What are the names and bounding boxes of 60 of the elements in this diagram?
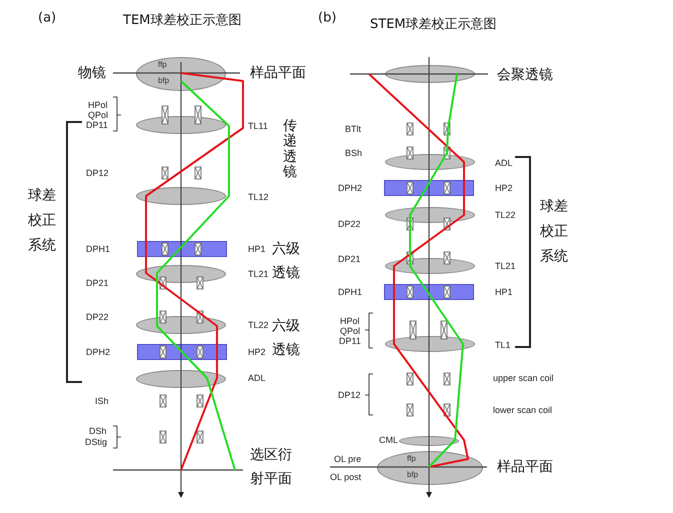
element-label: HP2	[495, 183, 513, 193]
label: QPol	[340, 326, 360, 336]
element-label: HP1	[495, 287, 513, 297]
label: DStig	[85, 437, 108, 447]
element-label: TL12	[248, 192, 269, 202]
element-label: HP1	[248, 244, 266, 254]
label: 球差校正系统	[540, 198, 568, 266]
label: 六级透镜	[272, 240, 300, 283]
lens-ellipse	[399, 436, 459, 446]
plane-label: bfp	[407, 470, 418, 479]
label: upper scan coil	[493, 373, 554, 383]
label: DP22	[86, 312, 109, 322]
label: lower scan coil	[493, 405, 552, 415]
lens-ellipse	[136, 116, 226, 134]
label: 样品平面	[497, 458, 553, 476]
label: DP22	[338, 219, 361, 229]
element-label: DPH1	[86, 244, 110, 254]
label: DP11	[86, 120, 108, 130]
lens-ellipse	[136, 187, 226, 205]
element-label: DPH2	[86, 347, 110, 357]
element-label: TL22	[495, 210, 516, 220]
element-label: ADL	[248, 373, 266, 383]
element-label: TL11	[248, 121, 268, 131]
label: DSh	[89, 426, 107, 436]
heading: STEM球差校正示意图	[370, 16, 497, 33]
heading: TEM球差校正示意图	[123, 12, 242, 29]
element-label: HP2	[248, 347, 266, 357]
plane-label: bfp	[158, 76, 170, 85]
label: DP12	[86, 168, 109, 178]
plane-label: ffp	[158, 60, 167, 69]
label: 选区衍射平面	[250, 446, 292, 489]
element-label: DPH1	[338, 287, 362, 297]
heading: (b)	[318, 10, 336, 26]
label: BTlt	[345, 124, 362, 134]
label: DP21	[86, 278, 109, 288]
element-label: DPH2	[338, 183, 362, 193]
label: 六级透镜	[272, 317, 300, 360]
element-label: OL post	[330, 472, 362, 482]
label: HPol	[88, 100, 108, 110]
element-label: TL21	[248, 269, 269, 279]
label: DP11	[339, 336, 361, 346]
element-label: CML	[379, 435, 398, 445]
element-label: TL22	[248, 320, 269, 330]
label: ISh	[95, 396, 109, 406]
label: 样品平面	[250, 64, 306, 82]
element-label: 物镜	[78, 64, 106, 82]
label: QPol	[88, 110, 108, 120]
element-label: OL pre	[334, 454, 362, 464]
label: DP12	[338, 390, 361, 400]
element-label: 会聚透镜	[497, 66, 553, 84]
element-label: TL1	[495, 340, 511, 350]
label: BSh	[345, 148, 362, 158]
label: 传递透镜	[283, 119, 297, 181]
element-label: ADL	[495, 158, 513, 168]
heading: (a)	[38, 10, 56, 26]
element-label: TL21	[495, 261, 516, 271]
label: HPol	[340, 316, 360, 326]
label: 球差校正系统	[28, 186, 56, 256]
label: DP21	[338, 254, 361, 264]
plane-label: ffp	[407, 454, 416, 463]
